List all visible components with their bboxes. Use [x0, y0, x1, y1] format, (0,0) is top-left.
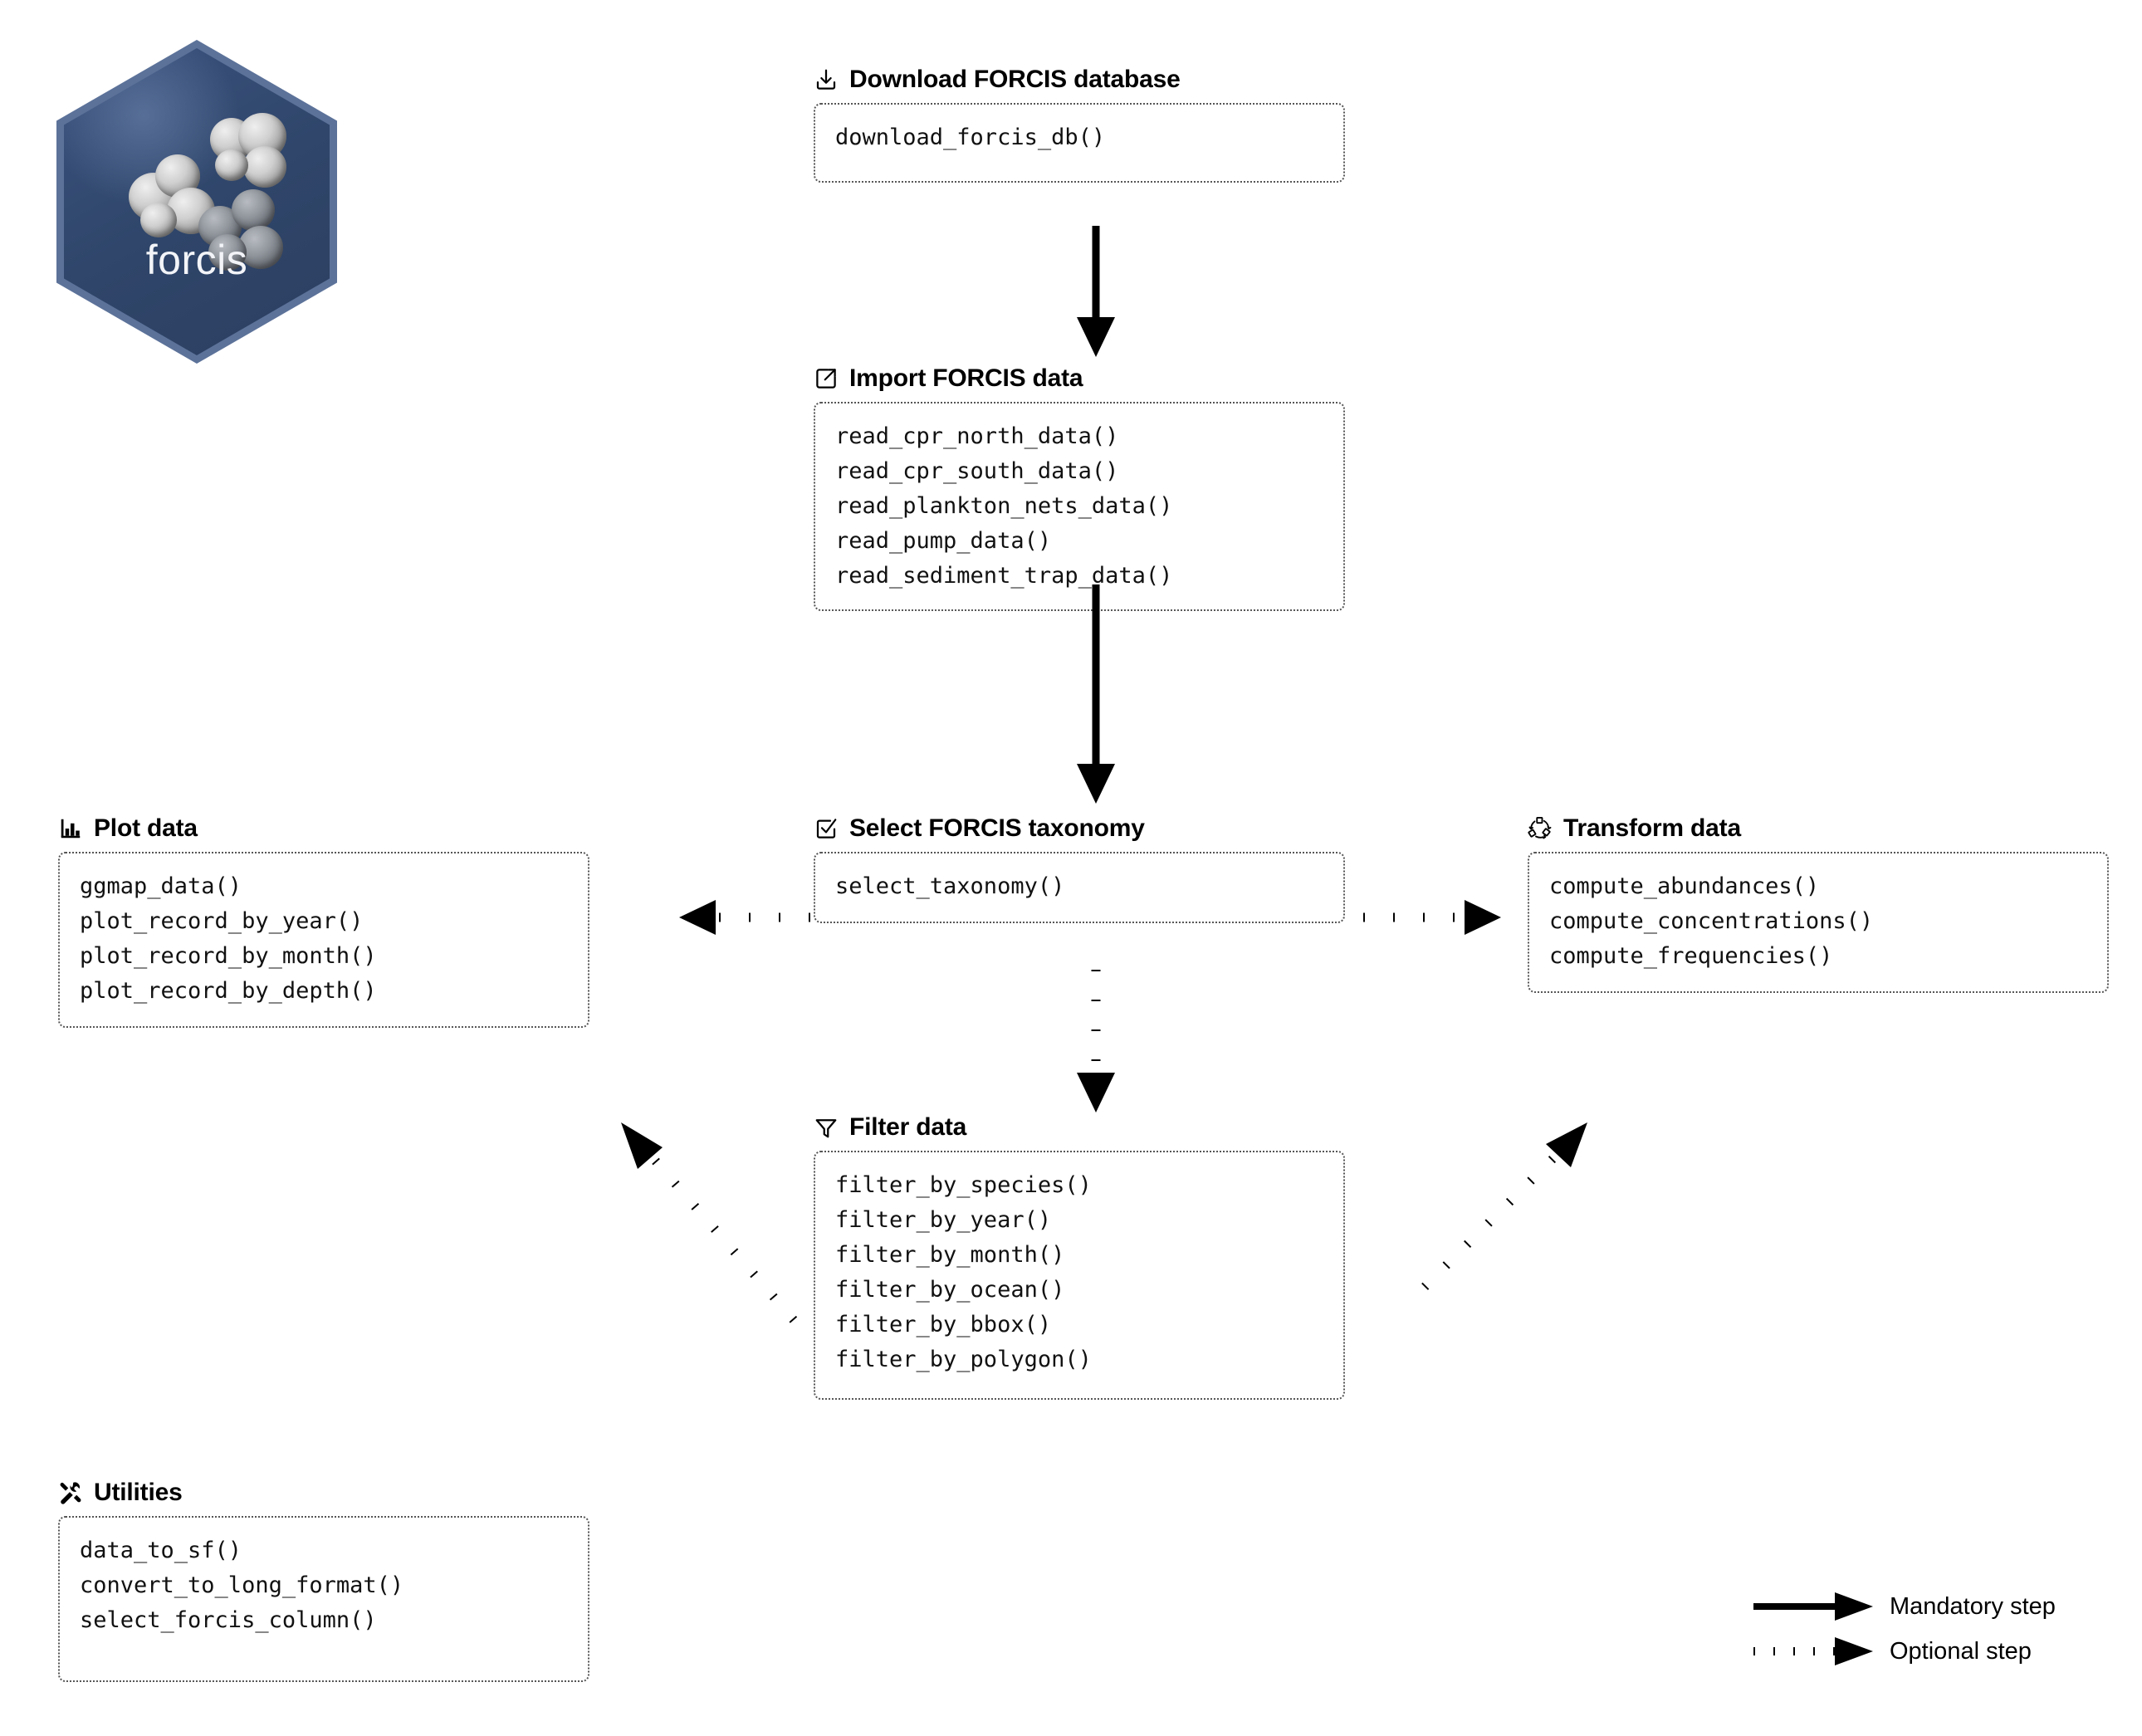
section-header-transform: Transform data: [1528, 814, 2109, 844]
function-name: read_cpr_south_data(): [835, 458, 1119, 484]
foraminifera-shell-1: [129, 154, 222, 241]
function-box-utilities: data_to_sf() convert_to_long_format() se…: [58, 1516, 589, 1682]
section-title-download: Download FORCIS database: [849, 66, 1181, 93]
function-name: filter_by_year(): [835, 1207, 1052, 1233]
section-header-filter: Filter data: [814, 1113, 1345, 1142]
section-title-transform: Transform data: [1563, 814, 1741, 842]
function-name: plot_record_by_year(): [80, 908, 364, 934]
dotted-arrow-icon: [1752, 1637, 1876, 1665]
section-header-taxonomy: Select FORCIS taxonomy: [814, 814, 1345, 844]
checkbox-check-icon: [814, 816, 839, 841]
section-header-import: Import FORCIS data: [814, 364, 1345, 394]
legend-label-optional: Optional step: [1890, 1637, 2032, 1665]
section-title-import: Import FORCIS data: [849, 364, 1083, 392]
function-name: filter_by_ocean(): [835, 1277, 1065, 1303]
function-box-plot: ggmap_data() plot_record_by_year() plot_…: [58, 852, 589, 1028]
foraminifera-shell-2: [210, 113, 296, 193]
logo-package-name: forcis: [145, 237, 248, 283]
connector-taxonomy-to-transform: [1353, 895, 1528, 940]
connector-filter-to-transform: [1411, 1104, 1627, 1337]
section-title-utilities: Utilities: [94, 1479, 183, 1506]
function-name: select_forcis_column(): [80, 1607, 377, 1633]
function-name: read_plankton_nets_data(): [835, 493, 1173, 519]
connector-import-to-taxonomy: [1063, 584, 1129, 805]
section-plot: Plot data ggmap_data() plot_record_by_ye…: [58, 814, 589, 1028]
section-header-utilities: Utilities: [58, 1478, 589, 1508]
download-icon: [814, 67, 839, 92]
section-header-download: Download FORCIS database: [814, 65, 1345, 95]
function-name: plot_record_by_month(): [80, 943, 377, 969]
foraminifera-shell-3: [198, 189, 290, 276]
legend-label-mandatory: Mandatory step: [1890, 1592, 2056, 1620]
section-taxonomy: Select FORCIS taxonomy select_taxonomy(): [814, 814, 1345, 923]
function-name: ggmap_data(): [80, 873, 242, 899]
bar-chart-icon: [58, 816, 83, 841]
function-box-transform: compute_abundances() compute_concentrati…: [1528, 852, 2109, 993]
section-header-plot: Plot data: [58, 814, 589, 844]
function-name: filter_by_bbox(): [835, 1312, 1052, 1337]
legend: Mandatory step Optional step: [1752, 1584, 2109, 1674]
function-box-filter: filter_by_species() filter_by_year() fil…: [814, 1151, 1345, 1400]
function-name: download_forcis_db(): [835, 125, 1106, 150]
connector-filter-to-plot: [598, 1104, 814, 1337]
function-box-taxonomy: select_taxonomy(): [814, 852, 1345, 923]
transform-shuffle-icon: [1528, 816, 1553, 841]
function-box-download: download_forcis_db(): [814, 103, 1345, 183]
solid-arrow-icon: [1752, 1592, 1876, 1621]
function-name: read_sediment_trap_data(): [835, 563, 1173, 589]
function-name: compute_concentrations(): [1549, 908, 1874, 934]
function-name: select_taxonomy(): [835, 873, 1065, 899]
section-import: Import FORCIS data read_cpr_north_data()…: [814, 364, 1345, 611]
function-name: filter_by_polygon(): [835, 1347, 1092, 1372]
legend-row-mandatory: Mandatory step: [1752, 1584, 2109, 1629]
import-icon: [814, 366, 839, 391]
function-name: convert_to_long_format(): [80, 1572, 404, 1598]
function-box-import: read_cpr_north_data() read_cpr_south_dat…: [814, 402, 1345, 611]
forcis-hex-logo: forcis https://frbcesab.github.io/forcis: [56, 40, 337, 364]
funnel-icon: [814, 1115, 839, 1140]
section-title-filter: Filter data: [849, 1113, 967, 1141]
connector-download-to-import: [1063, 226, 1129, 359]
function-name: read_cpr_north_data(): [835, 423, 1119, 449]
section-title-taxonomy: Select FORCIS taxonomy: [849, 814, 1145, 842]
function-name: compute_frequencies(): [1549, 943, 1833, 969]
connector-taxonomy-to-plot: [656, 895, 814, 940]
function-name: plot_record_by_depth(): [80, 978, 377, 1004]
function-name: data_to_sf(): [80, 1538, 242, 1563]
connector-taxonomy-to-filter: [1063, 970, 1129, 1117]
section-title-plot: Plot data: [94, 814, 198, 842]
function-name: filter_by_species(): [835, 1172, 1092, 1198]
section-filter: Filter data filter_by_species() filter_b…: [814, 1113, 1345, 1400]
section-utilities: Utilities data_to_sf() convert_to_long_f…: [58, 1478, 589, 1682]
function-name: compute_abundances(): [1549, 873, 1820, 899]
tools-icon: [58, 1480, 83, 1505]
function-name: filter_by_month(): [835, 1242, 1065, 1268]
legend-row-optional: Optional step: [1752, 1629, 2109, 1674]
section-download: Download FORCIS database download_forcis…: [814, 65, 1345, 183]
section-transform: Transform data compute_abundances() comp…: [1528, 814, 2109, 993]
function-name: read_pump_data(): [835, 528, 1052, 554]
